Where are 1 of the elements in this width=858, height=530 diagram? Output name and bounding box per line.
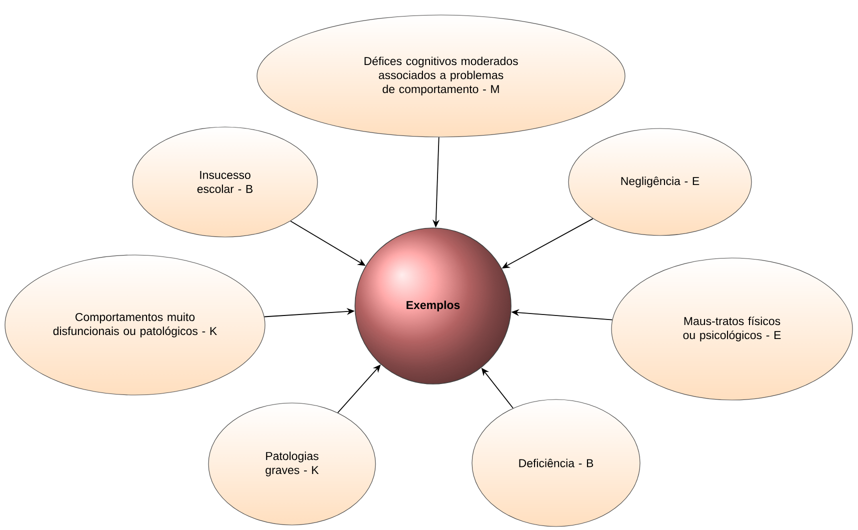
arrow	[337, 364, 381, 414]
